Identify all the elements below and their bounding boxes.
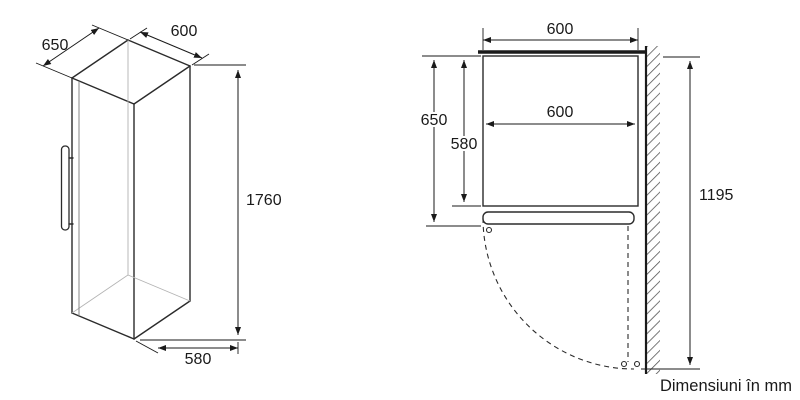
dim-width-overall-600: 600 xyxy=(482,21,639,50)
dim-width-600: 600 xyxy=(129,23,210,66)
edge-top-left xyxy=(71,39,129,79)
dim-label-580: 580 xyxy=(185,351,212,368)
wall-hatching xyxy=(646,46,660,374)
cabinet-outline xyxy=(71,39,191,340)
ext-line xyxy=(129,27,148,40)
edge-front-top xyxy=(71,77,135,105)
dim-label-600-overall: 600 xyxy=(547,21,574,38)
side-wall xyxy=(644,46,660,374)
dim-depth-650: 650 xyxy=(35,24,129,79)
dimension-arrow xyxy=(139,31,203,59)
cabinet-footprint xyxy=(482,55,639,207)
door-closed xyxy=(482,211,635,234)
dim-depth-580: 580 xyxy=(135,340,239,368)
ext-line xyxy=(91,24,129,41)
door-slab xyxy=(482,211,635,225)
door-swing xyxy=(482,217,641,370)
door-edge-marker xyxy=(485,226,493,234)
dim-label-600-inner: 600 xyxy=(547,104,574,121)
dim-label-1760: 1760 xyxy=(246,192,282,209)
ext-line xyxy=(191,53,210,66)
hidden-edge-bottom-back xyxy=(127,274,191,302)
top-view: 600 600 650 580 1195 xyxy=(419,21,734,374)
dim-width-inner-600: 600 xyxy=(486,104,635,127)
dim-depth-580: 580 xyxy=(449,60,481,207)
dim-label-650: 650 xyxy=(42,37,69,54)
edge-top-right xyxy=(133,65,191,105)
door-swing-arc xyxy=(482,217,635,370)
edge-top-back xyxy=(127,39,191,67)
dimension-arrow xyxy=(42,27,100,67)
hinge-marker xyxy=(633,360,641,368)
dim-label-600: 600 xyxy=(171,23,198,40)
hidden-edge-bottom-left xyxy=(71,274,129,314)
dim-depth-650: 650 xyxy=(419,55,481,227)
ext-line xyxy=(35,62,73,79)
label-background xyxy=(419,112,449,127)
dim-height-1760: 1760 xyxy=(140,64,282,341)
ext-line xyxy=(135,340,159,354)
edge-side-bottom xyxy=(133,300,191,340)
dim-clearance-1195: 1195 xyxy=(641,56,734,370)
edge-front-bottom xyxy=(71,312,135,340)
dim-label-1195: 1195 xyxy=(699,187,734,204)
dim-label-650: 650 xyxy=(421,112,448,129)
isometric-view: 650 600 1760 580 xyxy=(35,23,282,368)
door-edge-marker xyxy=(620,360,628,368)
caption: Dimensiuni în mm xyxy=(660,377,792,395)
label-background xyxy=(449,136,479,151)
dim-label-580: 580 xyxy=(451,136,478,153)
door-handle xyxy=(60,145,74,231)
handle-bar xyxy=(60,145,70,231)
